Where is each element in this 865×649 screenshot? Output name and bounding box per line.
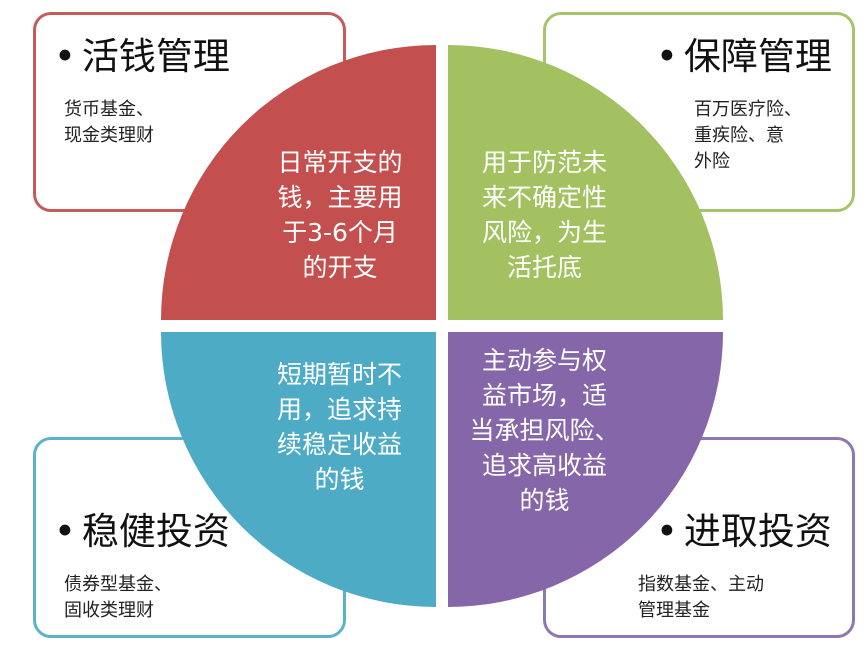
desc-line: 百万医疗险、: [694, 99, 802, 120]
quadrant-line: 主动参与权: [481, 346, 607, 375]
card-desc-cash-management: 货币基金、 现金类理财: [64, 97, 154, 149]
quadrant-line: 的开支: [302, 253, 378, 282]
quadrant-line: 活托底: [506, 253, 582, 282]
quadrant-line: 来不确定性: [481, 183, 607, 212]
desc-line: 货币基金、: [64, 99, 154, 120]
desc-line: 现金类理财: [64, 125, 154, 146]
quadrant-line: 于3-6个月: [282, 218, 398, 247]
quadrant-top-right: [448, 45, 723, 320]
quadrant-line: 的钱: [519, 486, 570, 515]
desc-line: 固收类理财: [64, 600, 154, 621]
bullet-icon: •: [54, 35, 76, 78]
desc-line: 指数基金、主动: [638, 574, 764, 595]
quadrant-line: 益市场，适: [481, 381, 607, 410]
bullet-icon: •: [54, 510, 76, 553]
quadrant-line: 钱，主要用: [277, 183, 403, 212]
quadrant-line: 的钱: [314, 465, 365, 494]
card-title-stable-investment: •稳健投资: [54, 510, 230, 553]
quadrant-text-top-left: 日常开支的 钱，主要用 于3-6个月 的开支: [260, 145, 420, 285]
quadrant-line: 用，追求持: [276, 395, 402, 424]
quadrant-line: 风险，为生: [481, 218, 607, 247]
desc-line: 外险: [694, 151, 730, 172]
quadrant-line: 追求高收益: [481, 451, 607, 480]
card-desc-stable-investment: 债券型基金、 固收类理财: [64, 572, 172, 624]
card-desc-aggressive-investment: 指数基金、主动 管理基金: [638, 572, 764, 624]
quadrant-line: 用于防范未: [481, 148, 607, 177]
desc-line: 重疾险、意: [694, 125, 784, 146]
quadrant-bottom-right: [448, 332, 723, 607]
quadrant-line: 短期暂时不: [276, 360, 402, 389]
quadrant-text-bottom-left: 短期暂时不 用，追求持 续稳定收益 的钱: [257, 357, 422, 497]
bullet-icon: •: [656, 510, 678, 553]
quadrant-text-bottom-right: 主动参与权 益市场，适 当承担风险、 追求高收益 的钱: [462, 343, 627, 518]
quadrant-line: 当承担风险、: [469, 416, 620, 445]
desc-line: 管理基金: [638, 600, 710, 621]
quadrant-top-left: [161, 45, 436, 320]
card-title-aggressive-investment: •进取投资: [656, 510, 832, 553]
quadrant-line: 续稳定收益: [276, 430, 402, 459]
quadrant-text-top-right: 用于防范未 来不确定性 风险，为生 活托底: [462, 145, 627, 285]
quadrant-bottom-left: [161, 332, 436, 607]
desc-line: 债券型基金、: [64, 574, 172, 595]
bullet-icon: •: [656, 35, 678, 78]
card-title-cash-management: •活钱管理: [54, 35, 230, 78]
card-title-protection-management: •保障管理: [656, 35, 832, 78]
quadrant-line: 日常开支的: [277, 148, 403, 177]
card-desc-protection-management: 百万医疗险、 重疾险、意 外险: [694, 97, 802, 175]
